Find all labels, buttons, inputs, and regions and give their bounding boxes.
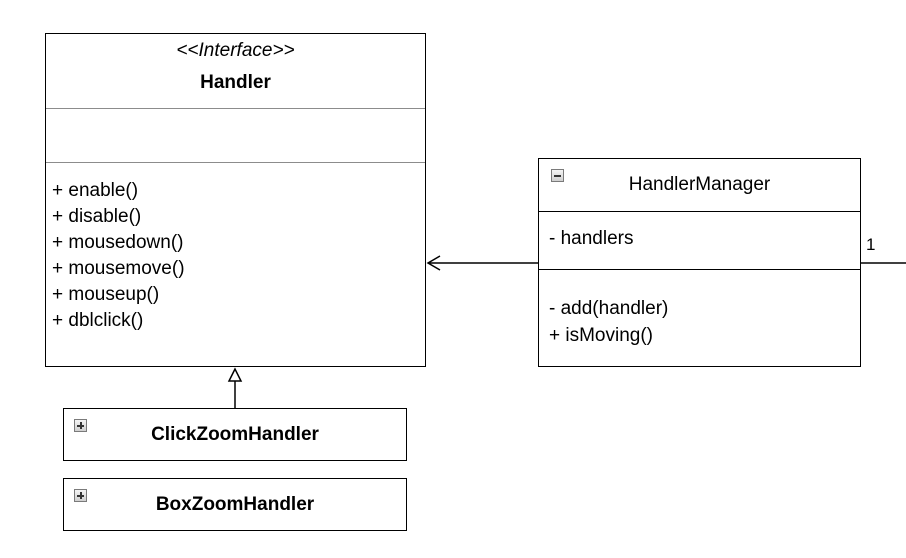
operation-item: + dblclick() [52,310,144,331]
attributes-divider [539,211,860,212]
class-name: HandlerManager [628,174,771,195]
operations-list: - add(handler) + isMoving() [549,295,668,349]
multiplicity-label: 1 [866,235,876,254]
handler-interface-box[interactable]: <<Interface>> Handler + enable() + disab… [45,33,426,367]
box-zoom-handler-class-box[interactable]: BoxZoomHandler [63,478,407,531]
plus-icon[interactable] [74,419,87,432]
open-arrowhead [426,255,441,271]
class-name: ClickZoomHandler [151,424,319,445]
operation-item: + mouseup() [52,284,160,305]
operation-item: + isMoving() [549,325,653,346]
class-name: BoxZoomHandler [155,494,315,515]
operations-list: + enable() + disable() + mousedown() + m… [52,178,185,334]
operations-divider [539,269,860,270]
plus-icon[interactable] [74,489,87,502]
minus-icon[interactable] [551,169,564,182]
class-name: Handler [200,72,271,93]
attributes-divider [46,108,425,109]
operation-item: + mousedown() [52,232,184,253]
hollow-triangle-arrowhead [227,367,243,382]
operation-item: + enable() [52,180,139,201]
click-zoom-handler-class-box[interactable]: ClickZoomHandler [63,408,407,461]
operation-item: - add(handler) [549,298,669,319]
operation-item: + mousemove() [52,258,185,279]
operation-item: + disable() [52,206,142,227]
handler-manager-class-box[interactable]: HandlerManager - handlers - add(handler)… [538,158,861,367]
stereotype-label: <<Interface>> [176,40,295,61]
operations-divider [46,162,425,163]
attribute-item: - handlers [549,228,634,249]
